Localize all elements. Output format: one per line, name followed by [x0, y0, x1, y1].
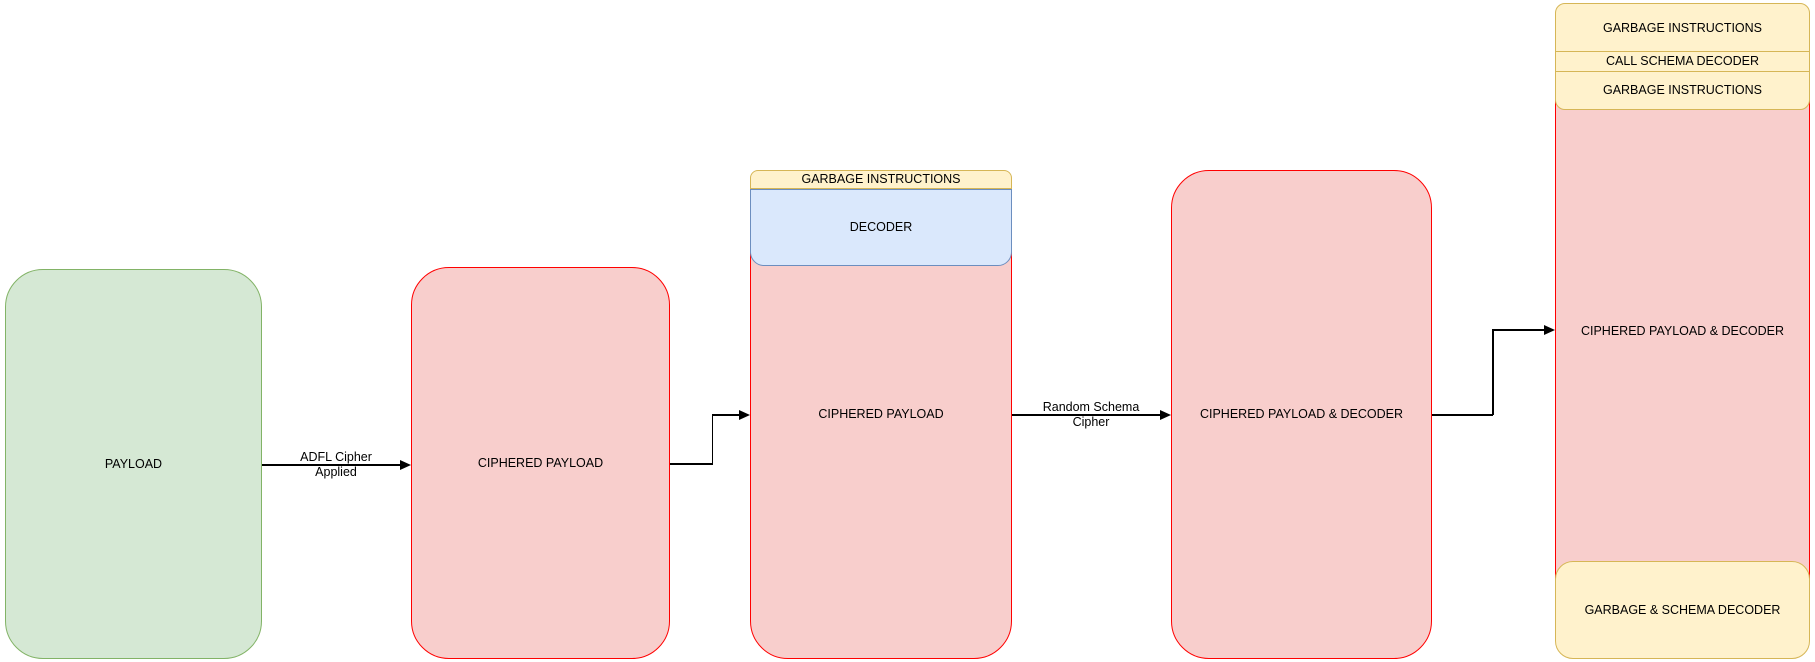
edge-random-schema-segment — [1012, 414, 1160, 416]
ciphered-payload-decoder-label: CIPHERED PAYLOAD & DECODER — [1199, 407, 1404, 421]
payload-label: PAYLOAD — [104, 456, 163, 471]
ciphered-payload-node: CIPHERED PAYLOAD — [411, 267, 670, 659]
decoder-node: DECODER — [750, 189, 1012, 266]
ciphered-payload-label: CIPHERED PAYLOAD — [477, 455, 604, 470]
garbage-instructions-row: GARBAGE INSTRUCTIONS — [1556, 4, 1809, 53]
result-ciphered-payload-decoder-node: CIPHERED PAYLOAD & DECODER — [1555, 3, 1810, 659]
result-payload-decoder-label: CIPHERED PAYLOAD & DECODER — [1580, 323, 1785, 338]
edge-to-result-segment — [1492, 329, 1544, 331]
arrow-head-icon — [1160, 410, 1171, 420]
garbage-schema-decoder-label: GARBAGE & SCHEMA DECODER — [1584, 602, 1781, 617]
edge-to-stack-segment — [670, 463, 713, 465]
decoder-label: DECODER — [849, 220, 913, 234]
garbage-instructions-strip: GARBAGE INSTRUCTIONS — [750, 170, 1012, 189]
garbage-instructions-label: GARBAGE INSTRUCTIONS — [801, 172, 961, 186]
arrow-head-icon — [739, 410, 750, 420]
call-schema-decoder-row: CALL SCHEMA DECODER — [1556, 52, 1809, 72]
ciphered-payload-decoder-node: CIPHERED PAYLOAD & DECODER — [1171, 170, 1432, 659]
garbage-instructions-row: GARBAGE INSTRUCTIONS — [1602, 83, 1763, 98]
edge-to-stack-segment — [711, 414, 740, 416]
edge-to-result-segment — [1492, 329, 1494, 415]
edge-adfl-segment — [262, 464, 403, 466]
result-top-stack: GARBAGE INSTRUCTIONS CALL SCHEMA DECODER… — [1555, 3, 1810, 110]
garbage-schema-decoder-node: GARBAGE & SCHEMA DECODER — [1555, 561, 1810, 659]
arrow-head-icon — [400, 460, 411, 470]
payload-node: PAYLOAD — [5, 269, 262, 659]
arrow-head-icon — [1544, 325, 1555, 335]
stack-mid-payload-label: CIPHERED PAYLOAD — [818, 407, 944, 421]
edge-to-result-segment — [1432, 414, 1493, 416]
edge-adfl-label: ADFL Cipher Applied — [300, 450, 372, 479]
edge-random-schema-label: Random Schema Cipher — [1042, 400, 1140, 429]
edge-to-stack-segment — [711, 414, 714, 464]
